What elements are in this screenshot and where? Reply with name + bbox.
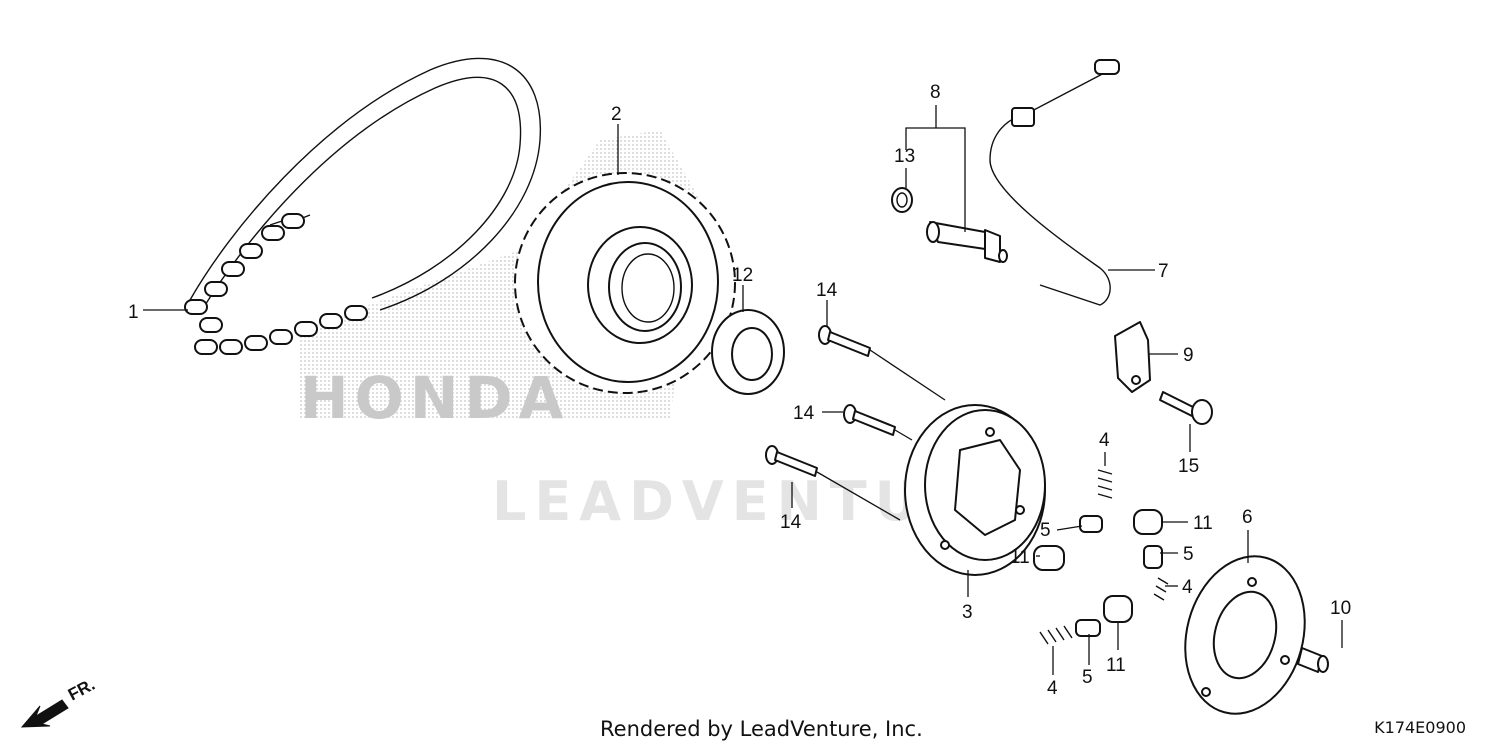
- flange-bolt[interactable]: [1159, 391, 1213, 425]
- clamp-plate[interactable]: [1114, 321, 1151, 393]
- dowel-pin[interactable]: [1297, 647, 1329, 673]
- plunger-middle[interactable]: [1143, 545, 1163, 569]
- chain-links: [184, 213, 368, 355]
- callout-7: 7: [1158, 261, 1169, 282]
- plunger-upper[interactable]: [1079, 515, 1103, 533]
- bolt-lower[interactable]: [765, 445, 818, 477]
- bolt-upper[interactable]: [818, 325, 871, 357]
- callout-labels: 1 2 3 4 4 4 5 5 5 6 7 8 9 10 11 11 11 12…: [128, 82, 1351, 699]
- oil-seal[interactable]: [711, 309, 785, 395]
- callout-14-middle: 14: [793, 403, 815, 424]
- diagram-code: K174E0900: [1374, 718, 1466, 737]
- callout-9: 9: [1183, 345, 1194, 366]
- callout-11-middle: 11: [1010, 547, 1030, 568]
- roller-middle[interactable]: [1033, 545, 1065, 571]
- callout-5-lower: 5: [1082, 667, 1093, 688]
- plunger-lower[interactable]: [1075, 619, 1101, 637]
- spring-middle[interactable]: [1153, 577, 1169, 601]
- callout-15: 15: [1178, 456, 1199, 477]
- honda-logo-watermark: HONDA: [300, 364, 569, 432]
- leader-lines: [143, 105, 1343, 675]
- callout-6: 6: [1242, 507, 1253, 528]
- roller-upper[interactable]: [1133, 509, 1163, 535]
- callout-2: 2: [611, 104, 622, 125]
- sensor-assembly[interactable]: [926, 221, 1008, 263]
- side-plate[interactable]: [1168, 543, 1321, 728]
- callout-14-upper: 14: [816, 280, 838, 301]
- callout-11-upper: 11: [1193, 513, 1213, 534]
- o-ring[interactable]: [891, 187, 913, 213]
- bolt-middle[interactable]: [843, 404, 896, 436]
- drive-chain[interactable]: [184, 57, 542, 355]
- spring-lower[interactable]: [1039, 625, 1073, 645]
- callout-4-lower: 4: [1047, 678, 1058, 699]
- callout-4-upper: 4: [1099, 430, 1110, 451]
- callout-5-upper: 5: [1040, 520, 1051, 541]
- footer-credit: Rendered by LeadVenture, Inc.: [600, 717, 923, 741]
- sensor-cable[interactable]: [989, 59, 1120, 306]
- callout-4-middle: 4: [1182, 577, 1193, 598]
- callout-12: 12: [732, 265, 753, 286]
- sprocket[interactable]: [514, 172, 736, 394]
- callout-3: 3: [962, 602, 973, 623]
- callout-13: 13: [894, 146, 915, 167]
- callout-5-middle: 5: [1183, 544, 1194, 565]
- roller-lower[interactable]: [1103, 595, 1133, 623]
- honda-logo-text: HONDA: [300, 364, 569, 432]
- callout-11-lower: 11: [1106, 655, 1126, 676]
- callout-1: 1: [128, 302, 139, 323]
- callout-10: 10: [1330, 598, 1351, 619]
- spring-upper[interactable]: [1097, 469, 1113, 499]
- callout-14-lower: 14: [780, 512, 802, 533]
- clutch-outer[interactable]: [904, 404, 1046, 576]
- callout-8: 8: [930, 82, 941, 103]
- front-direction-arrow: [20, 699, 69, 728]
